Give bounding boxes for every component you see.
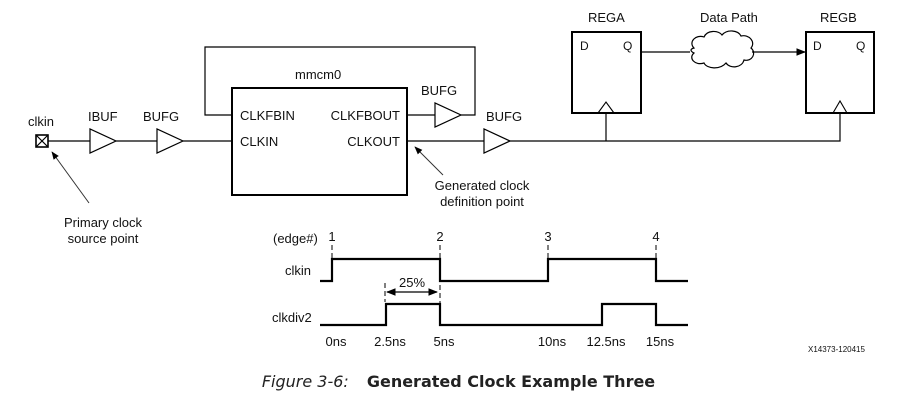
regb-name: REGB: [820, 10, 857, 25]
figure-caption: Figure 3-6: Generated Clock Example Three: [0, 372, 917, 391]
bufg-fb-label: BUFG: [421, 83, 457, 98]
generated-clock-note-line1: Generated clock: [435, 178, 530, 193]
bufg-in-label: BUFG: [143, 109, 179, 124]
edge-number-1: 1: [328, 229, 335, 244]
rega-clock-pin-icon: [597, 101, 615, 114]
edge-number-label: (edge#): [273, 231, 318, 246]
time-label: 15ns: [646, 334, 675, 349]
figure-number: Figure 3-6:: [261, 372, 349, 391]
signal-label-clkdiv2: clkdiv2: [272, 310, 312, 325]
rega-q-pin: Q: [623, 39, 632, 53]
regb-clock-pin-icon: [832, 99, 848, 114]
generated-clock-arrow: [414, 146, 444, 176]
feedback-loop-wire: [204, 46, 476, 116]
primary-clock-note-line2: source point: [68, 231, 139, 246]
bufg-out-label: BUFG: [486, 109, 522, 124]
rega-d-pin: D: [580, 39, 589, 53]
primary-clock-arrow: [51, 151, 90, 204]
pin-clkfbout: CLKFBOUT: [331, 108, 400, 123]
edge-number-2: 2: [436, 229, 443, 244]
edge-number-3: 3: [544, 229, 551, 244]
time-label: 0ns: [326, 334, 347, 349]
generated-clock-note-line2: definition point: [440, 194, 524, 209]
signal-label-clkin: clkin: [285, 263, 311, 278]
rega-name: REGA: [588, 10, 625, 25]
input-port-label: clkin: [28, 114, 54, 129]
figure-id: X14373-120415: [808, 345, 865, 354]
ibuf-label: IBUF: [88, 109, 118, 124]
primary-clock-note-line1: Primary clock: [64, 215, 143, 230]
regb-d-pin: D: [813, 39, 822, 53]
clock-net-wire: [510, 113, 841, 142]
time-label: 2.5ns: [374, 334, 406, 349]
mmcm-name: mmcm0: [295, 67, 341, 82]
pin-clkin: CLKIN: [240, 134, 278, 149]
ibuf-buffer-icon: [89, 128, 118, 154]
edge-number-4: 4: [652, 229, 659, 244]
time-label: 10ns: [538, 334, 567, 349]
bufg-in-buffer-icon: [156, 128, 185, 154]
clkdiv2-waveform: [320, 302, 688, 327]
pin-clkout: CLKOUT: [347, 134, 400, 149]
pin-clkfbin: CLKFBIN: [240, 108, 295, 123]
regb-q-pin: Q: [856, 39, 865, 53]
bufg-fb-buffer-icon: [434, 102, 463, 128]
rega-block: [571, 31, 642, 114]
regb-block: [805, 31, 875, 114]
data-path-label: Data Path: [700, 10, 758, 25]
input-port-icon: [35, 134, 49, 148]
figure-title: Generated Clock Example Three: [366, 372, 656, 391]
time-label: 12.5ns: [586, 334, 626, 349]
data-path-cloud-icon: [690, 30, 755, 69]
duty-cycle-label: 25%: [399, 275, 425, 290]
bufg-out-buffer-icon: [483, 128, 512, 154]
time-label: 5ns: [434, 334, 455, 349]
clkin-waveform: [320, 257, 688, 283]
